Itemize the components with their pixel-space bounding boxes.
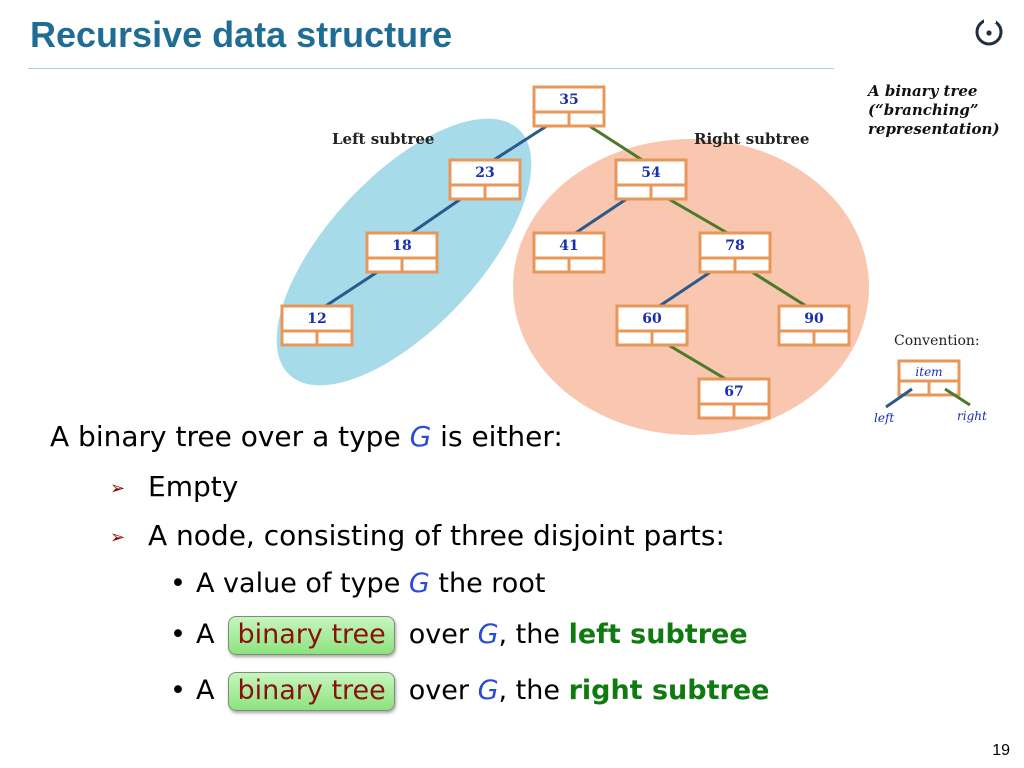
node-value: 54: [641, 165, 661, 181]
arrow-bullet-icon: ➢: [110, 526, 126, 548]
tree-node: 18: [365, 231, 439, 274]
text-span: A value of type: [196, 568, 409, 599]
node-value: 78: [725, 238, 744, 254]
type-g: G: [477, 675, 499, 706]
sub-list-item: • A value of type G the root: [170, 568, 545, 599]
edge-23-18: [403, 192, 469, 240]
binary-tree-diagram: Left subtree Right subtree 35 23 54 18: [276, 85, 987, 435]
tree-node: 67: [697, 377, 771, 420]
convention-left-label: left: [874, 411, 894, 425]
text-span: over: [408, 619, 478, 650]
convention-item-label: item: [915, 365, 942, 379]
bullet-icon: •: [170, 619, 186, 650]
text-span: is either:: [431, 420, 563, 453]
type-g: G: [409, 420, 432, 453]
definition-intro: A binary tree over a type G is either:: [50, 420, 563, 453]
node-value: 23: [475, 165, 494, 181]
type-g: G: [408, 568, 430, 599]
convention-title: Convention:: [894, 333, 980, 349]
slide-title: Recursive data structure: [30, 14, 453, 55]
node-value: 90: [804, 311, 824, 327]
text-span: A node, consisting of three disjoint par…: [148, 519, 725, 552]
bullet-icon: •: [170, 675, 186, 706]
tree-node: 12: [280, 304, 354, 347]
tree-node: 60: [615, 304, 689, 347]
node-value: 67: [724, 384, 743, 400]
edge-54-41: [567, 192, 635, 240]
arrow-bullet-icon: ➢: [110, 477, 126, 499]
tree-node: 41: [532, 231, 606, 274]
text-span: Empty: [148, 470, 239, 503]
tree-node: 54: [614, 158, 688, 201]
right-subtree-region: [513, 139, 869, 435]
text-span: the root: [429, 568, 546, 599]
convention-right-label: right: [957, 409, 987, 423]
binary-tree-badge: binary tree: [228, 672, 395, 711]
convention-legend: Convention: item left right: [874, 333, 987, 425]
bullet-icon: •: [170, 568, 186, 599]
diagram-caption: A binary tree (“branching” representatio…: [868, 82, 1018, 139]
list-item: ➢ Empty: [110, 470, 238, 503]
node-value: 12: [307, 311, 326, 327]
node-value: 35: [559, 92, 578, 108]
text-span: A: [196, 675, 215, 706]
tree-node: 23: [448, 158, 522, 201]
left-subtree-label: Left subtree: [332, 130, 434, 148]
slide-number: 19: [992, 742, 1010, 759]
node-value: 60: [642, 311, 662, 327]
type-g: G: [477, 619, 499, 650]
caption-line: (“branching”: [868, 101, 979, 119]
text-span: , the: [498, 619, 569, 650]
left-subtree-term: left subtree: [568, 619, 748, 650]
binary-tree-badge: binary tree: [228, 616, 395, 655]
caption-line: representation): [868, 120, 1000, 138]
text-span: A: [196, 619, 215, 650]
caption-line: A binary tree: [868, 82, 978, 100]
tree-node: 78: [698, 231, 772, 274]
right-subtree-term: right subtree: [568, 675, 770, 706]
node-value: 18: [392, 238, 411, 254]
node-value: 41: [559, 238, 578, 254]
text-span: , the: [498, 675, 569, 706]
logo-icon: [975, 16, 1003, 46]
text-span: A binary tree over a type: [50, 420, 410, 453]
edge-78-60: [651, 265, 719, 313]
tree-node: 35: [532, 85, 606, 128]
text-span: over: [408, 675, 478, 706]
edge-78-90: [743, 265, 815, 313]
tree-node: 90: [777, 304, 851, 347]
title-divider: [28, 68, 834, 69]
edge-60-67: [659, 338, 735, 386]
edge-18-12: [317, 265, 386, 313]
edge-54-78: [659, 192, 737, 240]
list-item: ➢ A node, consisting of three disjoint pa…: [110, 519, 725, 552]
right-subtree-label: Right subtree: [694, 130, 809, 148]
